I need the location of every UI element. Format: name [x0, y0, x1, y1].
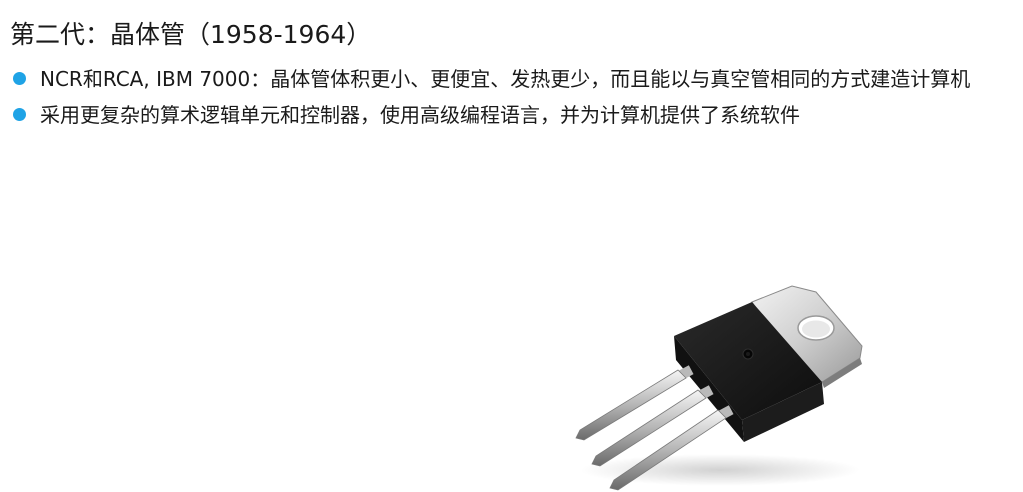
bullet-item: NCR和RCA, IBM 7000：晶体管体积更小、更便宜、发热更少，而且能以与… [10, 62, 1015, 96]
bullet-dot-icon [13, 72, 26, 85]
bullet-list: NCR和RCA, IBM 7000：晶体管体积更小、更便宜、发热更少，而且能以与… [10, 62, 1015, 132]
slide-title: 第二代：晶体管（1958-1964） [10, 20, 372, 49]
bullet-text: 采用更复杂的算术逻辑单元和控制器，使用高级编程语言，并为计算机提供了系统软件 [40, 103, 800, 127]
transistor-photo [575, 285, 863, 491]
bullet-item: 采用更复杂的算术逻辑单元和控制器，使用高级编程语言，并为计算机提供了系统软件 [10, 98, 1015, 132]
bullet-dot-icon [13, 108, 26, 121]
bullet-text: NCR和RCA, IBM 7000：晶体管体积更小、更便宜、发热更少，而且能以与… [40, 67, 971, 91]
